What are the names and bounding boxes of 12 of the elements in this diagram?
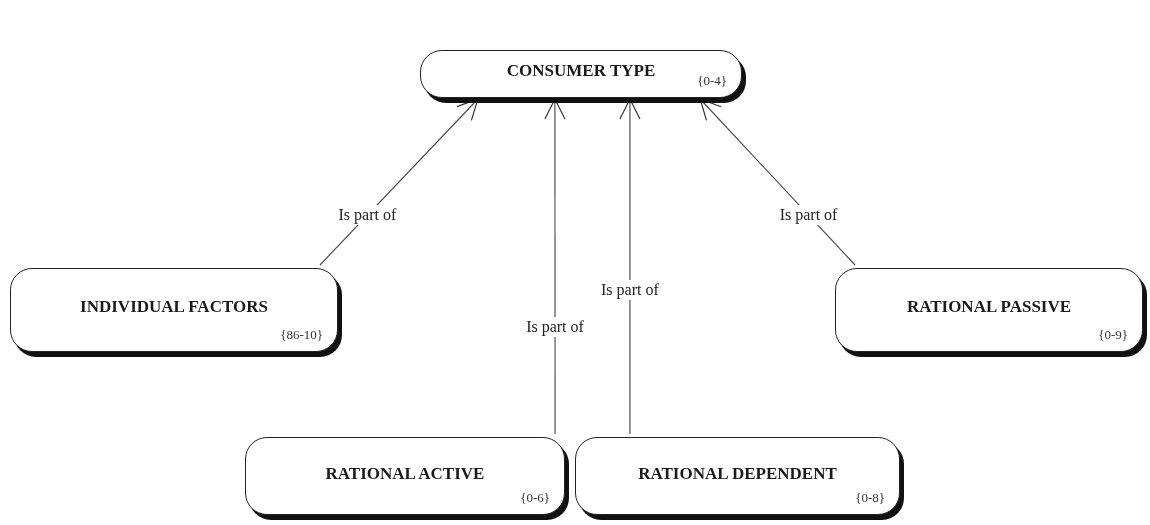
edge-label: Is part of — [598, 279, 662, 300]
node-title: RATIONAL PASSIVE — [905, 297, 1073, 317]
node-title: RATIONAL ACTIVE — [324, 464, 486, 484]
code-range: {0-4} — [697, 73, 727, 89]
edge-label: Is part of — [523, 316, 587, 337]
code-range: {0-9} — [1098, 327, 1128, 343]
code-range: {0-6} — [520, 490, 550, 506]
node-title: RATIONAL DEPENDENT — [637, 464, 838, 484]
code-range: {0-8} — [855, 490, 885, 506]
code-range: {86-10} — [280, 327, 323, 343]
node-title: INDIVIDUAL FACTORS — [79, 297, 269, 317]
node-title: CONSUMER TYPE — [505, 61, 657, 81]
